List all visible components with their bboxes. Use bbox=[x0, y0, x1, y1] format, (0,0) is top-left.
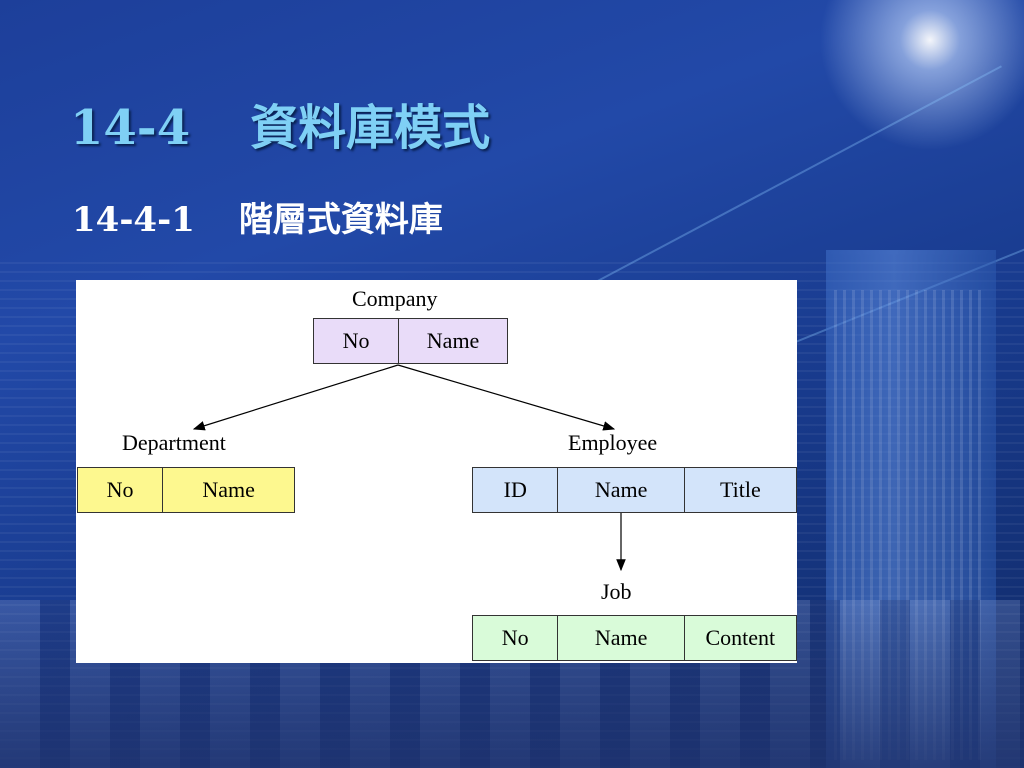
employee-field-title: Title bbox=[684, 468, 796, 512]
slide-title: 14-4 資料庫模式 bbox=[70, 88, 490, 158]
hierarchical-diagram: Company No Name Department No Name Emplo… bbox=[76, 280, 797, 663]
company-field-no: No bbox=[314, 319, 400, 363]
company-field-name: Name bbox=[399, 319, 507, 363]
title-text: 資料庫模式 bbox=[250, 100, 491, 156]
employee-label: Employee bbox=[568, 430, 658, 455]
department-label: Department bbox=[122, 430, 226, 455]
job-record: No Name Content bbox=[472, 615, 797, 661]
department-field-name: Name bbox=[163, 468, 294, 512]
title-number: 14-4 bbox=[70, 100, 191, 156]
employee-field-id: ID bbox=[473, 468, 559, 512]
company-record: No Name bbox=[313, 318, 508, 364]
employee-field-name: Name bbox=[558, 468, 685, 512]
job-field-name: Name bbox=[558, 616, 685, 660]
subtitle-text: 階層式資料庫 bbox=[238, 200, 443, 240]
arrow-company-department bbox=[192, 364, 399, 431]
diagram-connectors bbox=[192, 364, 626, 572]
department-record: No Name bbox=[77, 467, 295, 513]
arrow-company-employee bbox=[397, 364, 616, 431]
subtitle-number: 14-4-1 bbox=[72, 200, 195, 240]
department-field-no: No bbox=[78, 468, 164, 512]
employee-record: ID Name Title bbox=[472, 467, 797, 513]
slide-subtitle: 14-4-1 階層式資料庫 bbox=[72, 192, 443, 241]
job-field-no: No bbox=[473, 616, 559, 660]
job-field-content: Content bbox=[684, 616, 796, 660]
company-label: Company bbox=[352, 286, 438, 311]
job-label: Job bbox=[601, 579, 632, 604]
